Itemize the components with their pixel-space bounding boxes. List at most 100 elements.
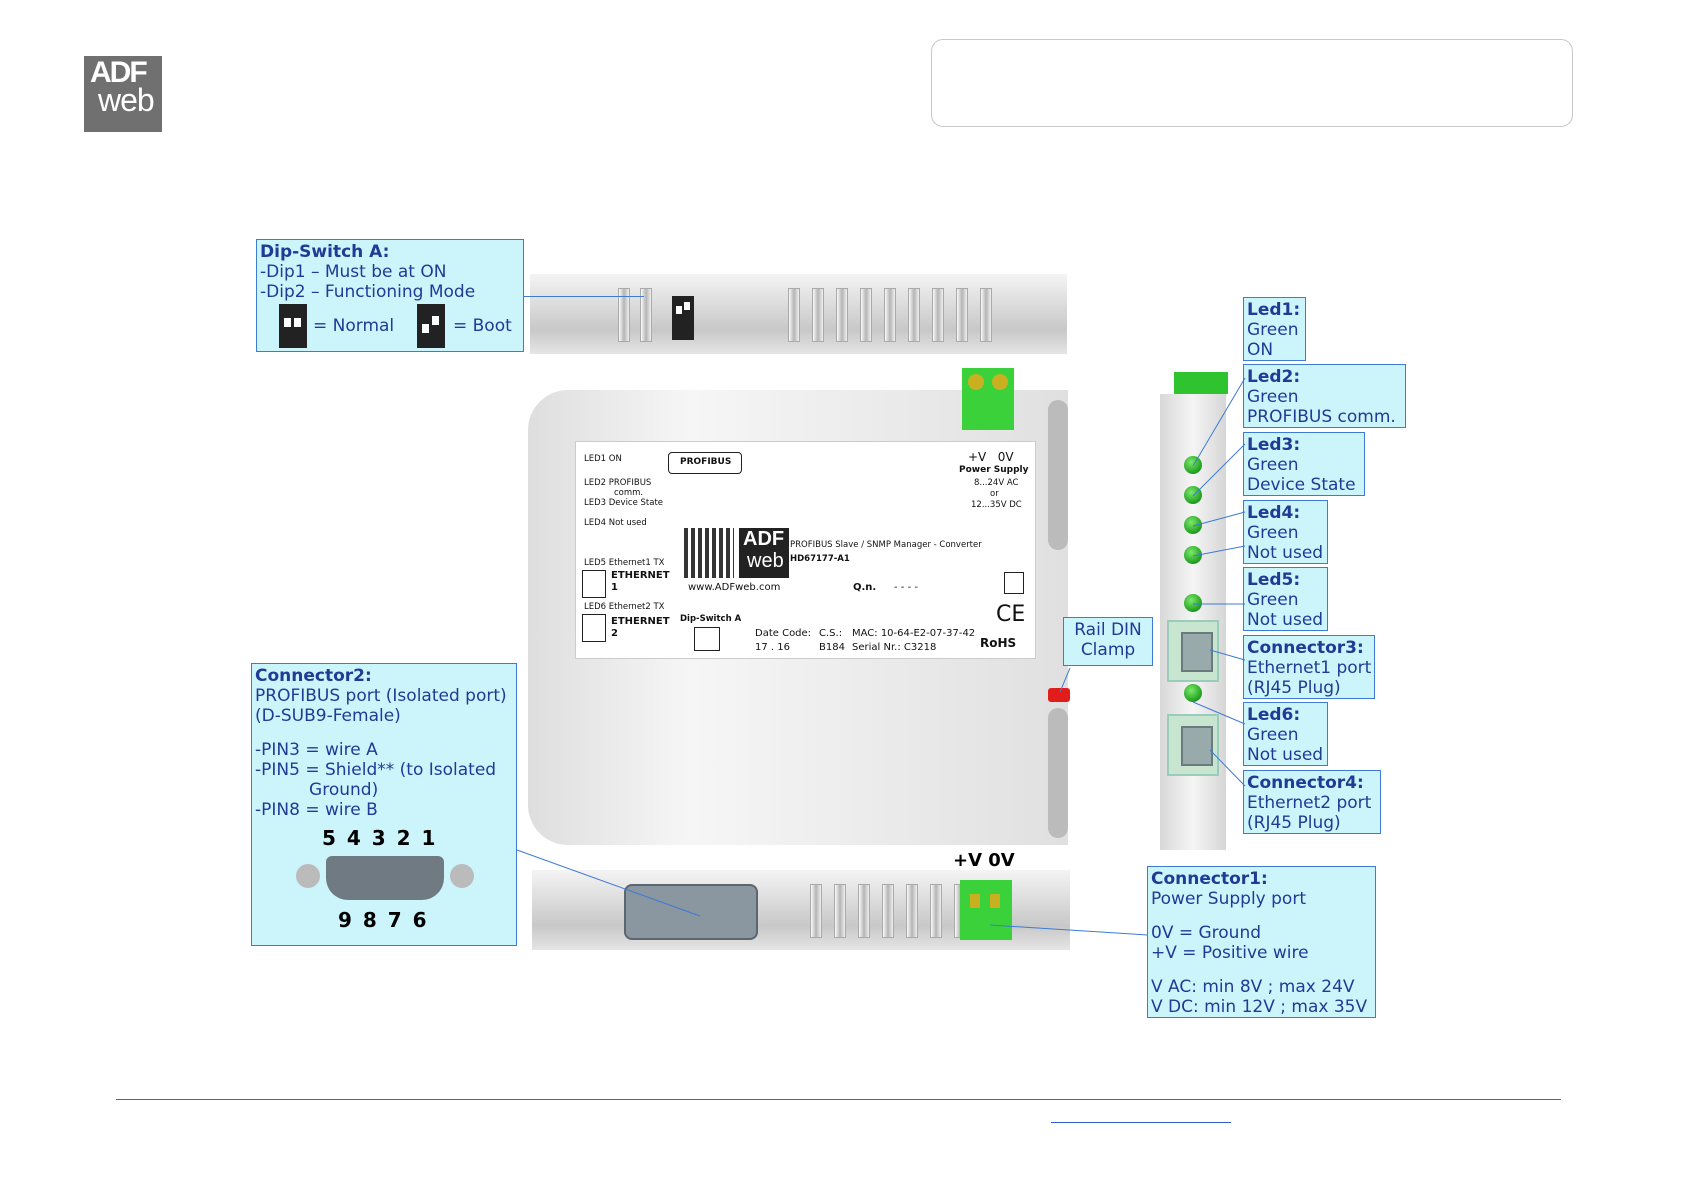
label-eth2-number: 2 [611,628,618,639]
led5-title: Led5: [1247,570,1301,590]
device-label: LED1 ON LED2 PROFIBUS comm. LED3 Device … [575,441,1036,659]
label-logo-adf: ADF [743,528,785,550]
rail-din-clamp-icon [1048,688,1070,702]
connector2-line2: (D-SUB9-Female) [255,706,401,726]
label-led6: LED6 Ethernet2 TX [584,602,665,612]
label-rohs: RoHS [980,636,1017,650]
bottom-rail-view [532,870,1070,950]
label-led4: LED4 Not used [584,518,647,528]
label-serial: Serial Nr.: C3218 [852,642,937,653]
led6-indicator [1184,684,1202,702]
connector1-line1: Power Supply port [1151,889,1306,909]
connector3-line1: Ethernet1 port [1247,658,1372,678]
dip-switch-title: Dip-Switch A: [260,242,390,262]
callout-connector1: Connector1: Power Supply port 0V = Groun… [1147,866,1376,1018]
footer-link-underline[interactable] [1051,1122,1231,1123]
label-qn: Q.n. [853,582,877,593]
connector4-line1: Ethernet2 port [1247,793,1372,813]
callout-led6: Led6: Green Not used [1243,702,1328,766]
dsub9-female-icon [326,856,444,900]
dip-boot-icon [417,304,445,348]
connector2-pins-bottom: 9 8 7 6 [338,908,429,932]
footer-divider [116,1099,1561,1100]
led5-indicator [1184,594,1202,612]
power-terminal-label: +V 0V [953,850,1015,871]
label-ps-dc: 12...35V DC [971,500,1022,510]
dip-switch-line2: -Dip2 – Functioning Mode [260,282,476,302]
connector1-line3: 0V = Ground [1151,923,1262,943]
dip-switch-a-icon[interactable] [672,296,694,340]
logo-text-adf: ADF [90,56,148,89]
led3-indicator [1184,516,1202,534]
connector4-line2: (RJ45 Plug) [1247,813,1341,833]
header-box [931,39,1573,127]
led1-indicator [1184,456,1202,474]
screw-left-icon [296,864,320,888]
label-power-supply: Power Supply [959,465,1029,475]
logo-text-web: web [98,82,155,118]
led6-title: Led6: [1247,705,1301,725]
led1-line1: Green [1247,320,1299,340]
led4-line1: Green [1247,523,1299,543]
led3-line1: Green [1247,455,1299,475]
screw-right-icon [450,864,474,888]
led2-line1: Green [1247,387,1299,407]
led4-indicator [1184,546,1202,564]
connector2-line1: PROFIBUS port (Isolated port) [255,686,507,706]
label-ps-or: or [990,489,999,499]
callout-connector3: Connector3: Ethernet1 port (RJ45 Plug) [1243,635,1375,699]
led6-line1: Green [1247,725,1299,745]
label-logo-web: web [747,550,784,572]
profibus-connector-icon [668,452,742,474]
led4-line2: Not used [1247,543,1324,563]
label-dip: Dip-Switch A [680,614,742,624]
connector2-line6: Ground) [255,780,379,800]
label-ce: CE [996,602,1026,627]
rail-din-line1: Rail DIN [1074,620,1142,640]
label-product: PROFIBUS Slave / SNMP Manager - Converte… [790,540,982,550]
ethernet2-port[interactable] [1167,714,1219,776]
led3-title: Led3: [1247,435,1301,455]
dsub9-connector-icon[interactable] [624,884,758,940]
label-cs-value: B184 [819,642,845,653]
led2-indicator [1184,486,1202,504]
label-led5: LED5 Ethernet1 TX [584,558,665,568]
connector2-line5: -PIN5 = Shield** (to Isolated [255,760,497,780]
callout-led3: Led3: Green Device State [1243,432,1365,496]
label-profibus: PROFIBUS [680,457,732,467]
callout-led5: Led5: Green Not used [1243,567,1328,631]
ethernet1-port[interactable] [1167,620,1219,682]
callout-led4: Led4: Green Not used [1243,500,1328,564]
label-eth1: ETHERNET [611,570,670,581]
led1-line2: ON [1247,340,1274,360]
power-terminal-bottom[interactable] [960,880,1012,940]
label-dip-icon [694,627,720,651]
label-code: HD67177-A1 [790,554,850,564]
power-terminal-top [962,368,1014,430]
connector1-line6: V AC: min 8V ; max 24V [1151,977,1355,997]
callout-rail-din: Rail DIN Clamp [1063,617,1153,666]
dip-switch-line1: -Dip1 – Must be at ON [260,262,447,282]
dip-boot-label: = Boot [453,316,512,336]
label-power: +V 0V [968,450,1014,464]
label-adfweb-logo: ADF web [739,528,789,578]
label-date-code: Date Code: [755,628,812,639]
led4-title: Led4: [1247,503,1301,523]
led2-title: Led2: [1247,367,1301,387]
connector1-line4: +V = Positive wire [1151,943,1309,963]
connector3-title: Connector3: [1247,638,1364,658]
connector1-line7: V DC: min 12V ; max 35V [1151,997,1368,1017]
led5-line2: Not used [1247,610,1324,630]
callout-led1: Led1: Green ON [1243,297,1306,361]
dip-normal-label: = Normal [313,316,395,336]
dip-normal-icon [279,304,307,348]
label-led2b: comm. [614,488,644,498]
connector2-line4: -PIN3 = wire A [255,740,378,760]
connector3-line2: (RJ45 Plug) [1247,678,1341,698]
led2-line2: PROFIBUS comm. [1247,407,1396,427]
callout-dip-switch: Dip-Switch A: -Dip1 – Must be at ON -Dip… [256,239,524,352]
label-mac: MAC: 10-64-E2-07-37-42 [852,628,976,639]
side-top-terminal [1174,372,1228,394]
connector2-pins-top: 5 4 3 2 1 [322,826,438,850]
